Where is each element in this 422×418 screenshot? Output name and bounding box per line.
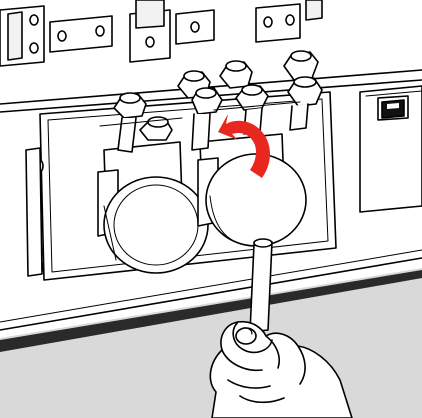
tube-icon bbox=[250, 239, 272, 332]
rj45-port-icon bbox=[378, 96, 408, 120]
rj45-port-panel bbox=[360, 86, 422, 212]
